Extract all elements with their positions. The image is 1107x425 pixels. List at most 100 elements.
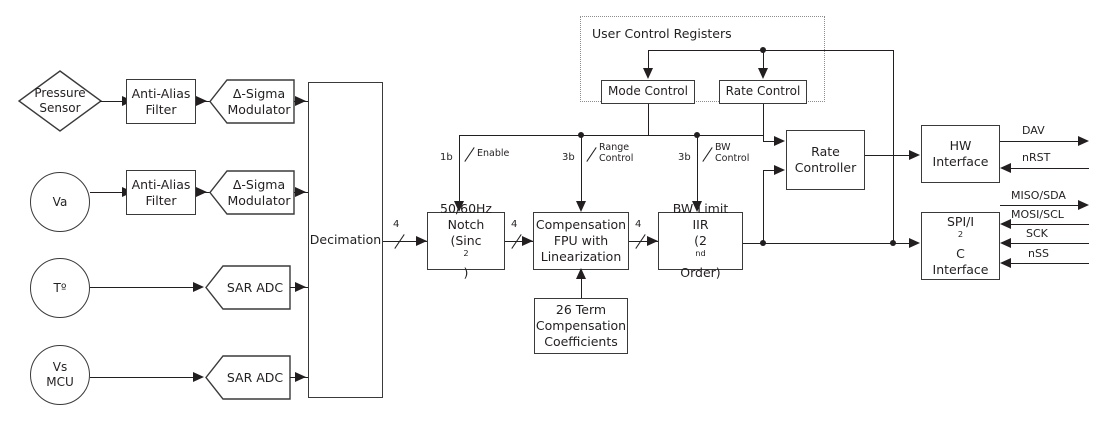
mode-control-label: Mode Control [608,84,688,99]
vs-mcu-label: Vs MCU [46,360,74,389]
pressure-sensor-label: Pressure Sensor [34,86,86,115]
arrow-feed-to-rate [757,68,768,79]
wire-vsmcu-to-sar2 [90,377,200,378]
va-source: Va [30,172,90,232]
wire-coeff-to-comp [581,274,582,298]
arrow-decim-to-notch [416,235,427,246]
arrow-nrst-in [1000,162,1011,173]
wire-bw-feedback-horizontal [763,170,779,171]
bw-line2: IIR [692,217,709,232]
rate-controller-block: Rate Controller [786,130,865,190]
control-bus-horizontal [459,135,763,136]
arrow-temp-to-sar1 [193,281,204,292]
bw-control-label: BW Control [715,142,750,165]
notch-line1: 50/60Hz [440,201,492,216]
range-bits-label: 3b [562,152,575,163]
spi-line1-sup: 2 [957,228,964,239]
wire-bw-tap [697,135,698,204]
arrow-nss-in [1000,257,1011,268]
wire-miso-sda [1000,205,1078,206]
bus-tick-enable [464,147,475,162]
arrow-range-to-comp [575,201,586,212]
wire-temp-to-sar1 [90,287,200,288]
arrow-dav-out [1078,135,1089,146]
anti-alias-filter-1-label: Anti-Alias Filter [131,85,191,117]
mosi-scl-label: MOSI/SCL [1011,208,1064,221]
converter-shape-icon [205,355,291,400]
arrow-mosi-scl-in [1000,218,1011,229]
user-control-registers-label: User Control Registers [592,26,732,41]
bw-line3-sup: nd [695,247,706,258]
arrow-ratecontrol-to-controller [774,135,785,146]
user-control-registers-group [580,16,825,102]
rate-control-block: Rate Control [719,80,807,104]
wire-dav [1000,141,1078,142]
wire-ratecontrol-horizontal [763,141,779,142]
sar-adc-1: SAR ADC [205,265,291,310]
diamond-icon [17,70,103,132]
compensation-fpu-block: Compensation FPU with Linearization [533,212,629,270]
sar-adc-1-label: SAR ADC [226,279,284,295]
anti-alias-filter-2: Anti-Alias Filter [126,170,196,215]
notch-line3-sup: 2 [463,247,469,258]
decimation-label: Decimation [309,232,382,247]
wire-mode-to-bus [648,104,649,136]
decimation-block: Decimation [308,82,383,398]
arrow-sck-in [1000,237,1011,248]
junction-bw-output-feedback [760,240,766,246]
wire-feed-to-mode [648,50,649,69]
sar-adc-2-label: SAR ADC [226,369,284,385]
wire-comp-to-bw [629,241,658,242]
converter-shape-icon [205,265,291,310]
bw-bits-label: 3b [678,152,691,163]
junction-bw-output-spi [890,240,896,246]
arrow-coeff-to-comp [575,268,586,279]
temperature-source: Tº [30,258,90,318]
vs-mcu-source: Vs MCU [30,345,90,405]
arrow-bw-feedback-to-controller [774,164,785,175]
arrow-vsmcu-to-sar2 [193,371,204,382]
spi-line1-pre: SPI/I [946,214,975,229]
rate-control-label: Rate Control [725,84,801,99]
arrow-miso-sda-out [1078,199,1089,210]
arrow-bw-to-bwlimit [691,201,702,212]
notch-line2: Notch [447,217,485,232]
compensation-coefficients-block: 26 Term Compensation Coefficients [534,298,628,354]
wire-enable-tap [459,135,460,204]
wire-mosi-scl [1011,224,1089,225]
delta-sigma-modulator-2: Δ-Sigma Modulator [209,170,295,215]
arrow-mod1-to-decim [295,95,306,106]
pressure-sensor-shape: Pressure Sensor [17,70,103,132]
anti-alias-filter-2-label: Anti-Alias Filter [131,176,191,208]
bus-width-notch-out: 4 [511,219,518,230]
wire-va-to-aaf [90,192,122,193]
arrow-bw-to-spi [909,237,920,248]
bus-width-comp-out: 4 [635,219,642,230]
wire-pressure-to-aaf [100,101,122,102]
anti-alias-filter-1: Anti-Alias Filter [126,79,196,124]
compensation-fpu-label: Compensation FPU with Linearization [535,217,627,264]
wire-decim-to-notch [383,241,427,242]
sck-label: SCK [1026,227,1048,240]
wire-range-tap [581,135,582,204]
delta-sigma-modulator-1-label: Δ-Sigma Modulator [227,85,291,117]
wire-spi-to-registers [893,50,894,243]
arrow-sar2-to-decim [295,371,306,382]
arrow-aaf2-to-mod2 [196,186,207,197]
bus-width-decim-out: 4 [393,219,400,230]
bw-line3-post: Order) [680,265,721,280]
arrow-notch-to-comp [522,235,533,246]
temperature-label: Tº [53,280,67,295]
wire-bw-feedback-riser [763,170,764,243]
notch-line3-pre: (Sinc [450,233,482,248]
wire-notch-to-comp [505,241,533,242]
delta-sigma-modulator-1: Δ-Sigma Modulator [209,79,295,124]
wire-nss [1011,263,1089,264]
range-control-label: Range Control [599,142,634,165]
bus-tick-range [586,147,597,162]
arrow-enable-to-notch [453,201,464,212]
